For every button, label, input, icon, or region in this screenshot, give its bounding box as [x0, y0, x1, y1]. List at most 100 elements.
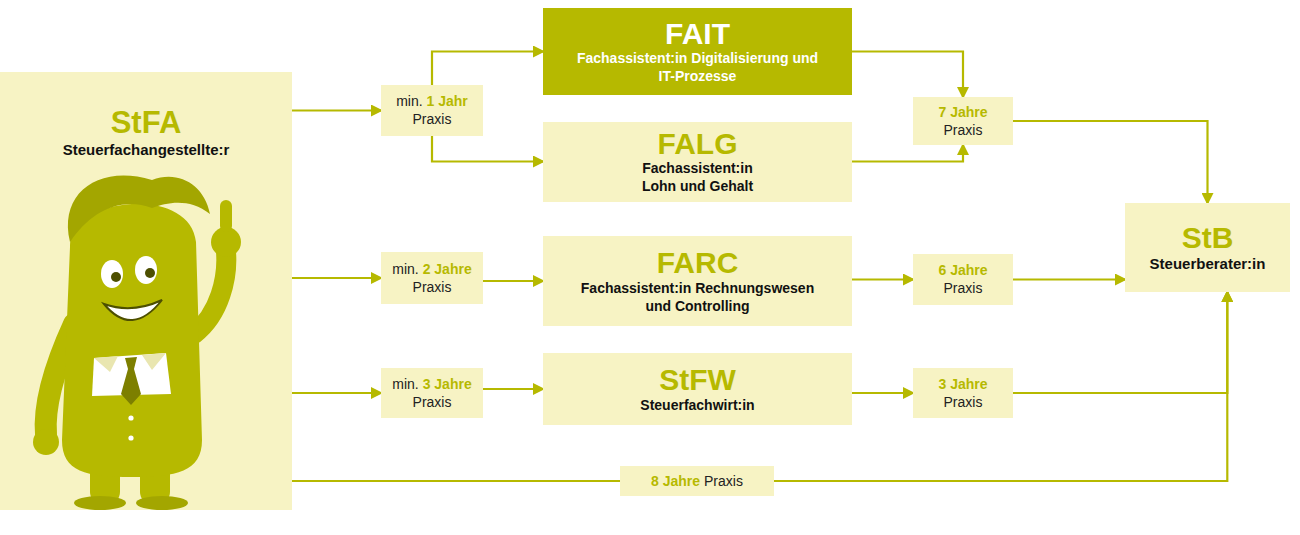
- mascot-button: [128, 415, 133, 420]
- node-text: min.: [392, 261, 418, 277]
- mascot-foot: [74, 496, 126, 510]
- flow-connector: [292, 277, 381, 279]
- text-line: 7 Jahre: [938, 103, 987, 121]
- text-line: 8 JahrePraxis: [651, 472, 743, 491]
- node-text: Praxis: [413, 394, 452, 410]
- mascot-collar-tips: [94, 353, 166, 372]
- text-line: Fachassistent:in Rechnungswesen und Cont…: [573, 279, 823, 315]
- node-text: Fachassistent:in Lohn und Gehalt: [630, 159, 765, 195]
- node-text: Steuerfachwirt:in: [640, 396, 754, 414]
- node-text: min.: [392, 376, 418, 392]
- text-line: Praxis: [413, 393, 452, 412]
- node-text: Praxis: [944, 122, 983, 138]
- flow-connector: [1013, 121, 1208, 203]
- node-content: FAITFachassistent:in Digitalisierung und…: [573, 18, 823, 86]
- node-text: FALG: [658, 127, 738, 160]
- node-text: Fachassistent:in Rechnungswesen und Cont…: [573, 279, 823, 315]
- text-line: Praxis: [944, 279, 983, 298]
- flow-connector: [432, 136, 543, 162]
- mascot-tie: [121, 357, 141, 405]
- node-content: 6 JahrePraxis: [938, 261, 987, 298]
- text-line: Praxis: [413, 278, 452, 297]
- duration-box: 3 JahrePraxis: [913, 368, 1013, 418]
- text-line: min. 1 Jahr: [396, 92, 468, 110]
- mascot-pupil: [145, 268, 155, 278]
- duration-box: min. 1 JahrPraxis: [381, 85, 483, 136]
- text-line: StFW: [659, 364, 736, 396]
- node-text: Praxis: [413, 279, 452, 295]
- mascot-hand: [33, 429, 59, 455]
- node-text: 2 Jahre: [423, 261, 472, 277]
- node-content: FALGFachassistent:in Lohn und Gehalt: [630, 128, 765, 196]
- mascot-leg: [140, 462, 170, 504]
- flow-connector: [852, 145, 963, 162]
- text-line: StFA: [111, 106, 182, 140]
- node-text: Praxis: [944, 280, 983, 296]
- flow-connector: [852, 278, 913, 280]
- node-text: Steuerberater:in: [1150, 255, 1266, 272]
- duration-box: min. 3 JahrePraxis: [381, 368, 483, 418]
- node-text: StFW: [659, 363, 736, 396]
- node-text: Praxis: [704, 473, 743, 489]
- node-content: 8 JahrePraxis: [651, 472, 743, 491]
- node-content: min. 1 JahrPraxis: [396, 92, 468, 129]
- mascot-arm: [46, 324, 74, 434]
- duration-box: min. 2 JahrePraxis: [381, 252, 483, 304]
- mascot-hair: [68, 175, 210, 242]
- text-line: Steuerberater:in: [1150, 254, 1266, 274]
- node-text: 8 Jahre: [651, 473, 700, 489]
- qualification-box: FARCFachassistent:in Rechnungswesen und …: [543, 236, 852, 326]
- mascot-mouth: [104, 300, 162, 320]
- goal-box: StBSteuerberater:in: [1125, 203, 1290, 292]
- node-text: 6 Jahre: [938, 262, 987, 278]
- node-text: StB: [1182, 221, 1234, 254]
- flow-connector: [292, 109, 381, 111]
- node-text: StFA: [111, 105, 182, 140]
- node-text: 7 Jahre: [938, 104, 987, 120]
- text-line: Steuerfachangestellte:r: [63, 140, 230, 160]
- node-content: StBSteuerberater:in: [1150, 222, 1266, 273]
- node-text: min.: [396, 93, 422, 109]
- node-content: min. 2 JahrePraxis: [392, 260, 471, 297]
- mascot-collar: [92, 353, 171, 396]
- node-content: StFWSteuerfachwirt:in: [640, 364, 754, 414]
- text-line: FARC: [657, 247, 739, 279]
- text-line: Praxis: [944, 121, 983, 140]
- mascot-eye: [101, 260, 123, 288]
- node-text: Steuerfachangestellte:r: [63, 141, 230, 158]
- node-text: Praxis: [944, 394, 983, 410]
- start-panel: StFASteuerfachangestellte:r: [0, 72, 292, 510]
- flow-connector: [483, 280, 543, 282]
- flow-connector: [292, 480, 620, 482]
- flow-connector: [292, 392, 381, 394]
- mascot-fist: [211, 227, 241, 257]
- flow-connector: [1013, 278, 1125, 280]
- qualification-box: FAITFachassistent:in Digitalisierung und…: [543, 8, 852, 95]
- text-line: FAIT: [665, 18, 730, 50]
- text-line: Fachassistent:in Digitalisierung und IT-…: [573, 49, 823, 85]
- mascot-thumb: [220, 200, 232, 232]
- flow-connector: [1013, 292, 1227, 393]
- mascot-pupil: [111, 272, 121, 282]
- text-line: Steuerfachwirt:in: [640, 396, 754, 414]
- node-text: 3 Jahre: [423, 376, 472, 392]
- mascot-leg: [90, 462, 120, 504]
- text-line: min. 3 Jahre: [392, 375, 471, 393]
- node-content: StFASteuerfachangestellte:r: [63, 106, 230, 160]
- text-line: Praxis: [413, 110, 452, 129]
- duration-box: 7 JahrePraxis: [913, 97, 1013, 145]
- text-line: Praxis: [944, 393, 983, 412]
- text-line: 3 Jahre: [938, 375, 987, 393]
- mascot-arm: [194, 252, 226, 334]
- flow-connector: [852, 52, 963, 98]
- mascot-body: [62, 204, 202, 477]
- node-content: 3 JahrePraxis: [938, 375, 987, 412]
- node-text: Praxis: [413, 111, 452, 127]
- node-text: FARC: [657, 246, 739, 279]
- duration-box: 8 JahrePraxis: [620, 466, 774, 496]
- text-line: 6 Jahre: [938, 261, 987, 279]
- mascot-button: [128, 435, 133, 440]
- node-text: 1 Jahr: [427, 93, 468, 109]
- qualification-box: StFWSteuerfachwirt:in: [543, 353, 852, 425]
- text-line: FALG: [658, 128, 738, 160]
